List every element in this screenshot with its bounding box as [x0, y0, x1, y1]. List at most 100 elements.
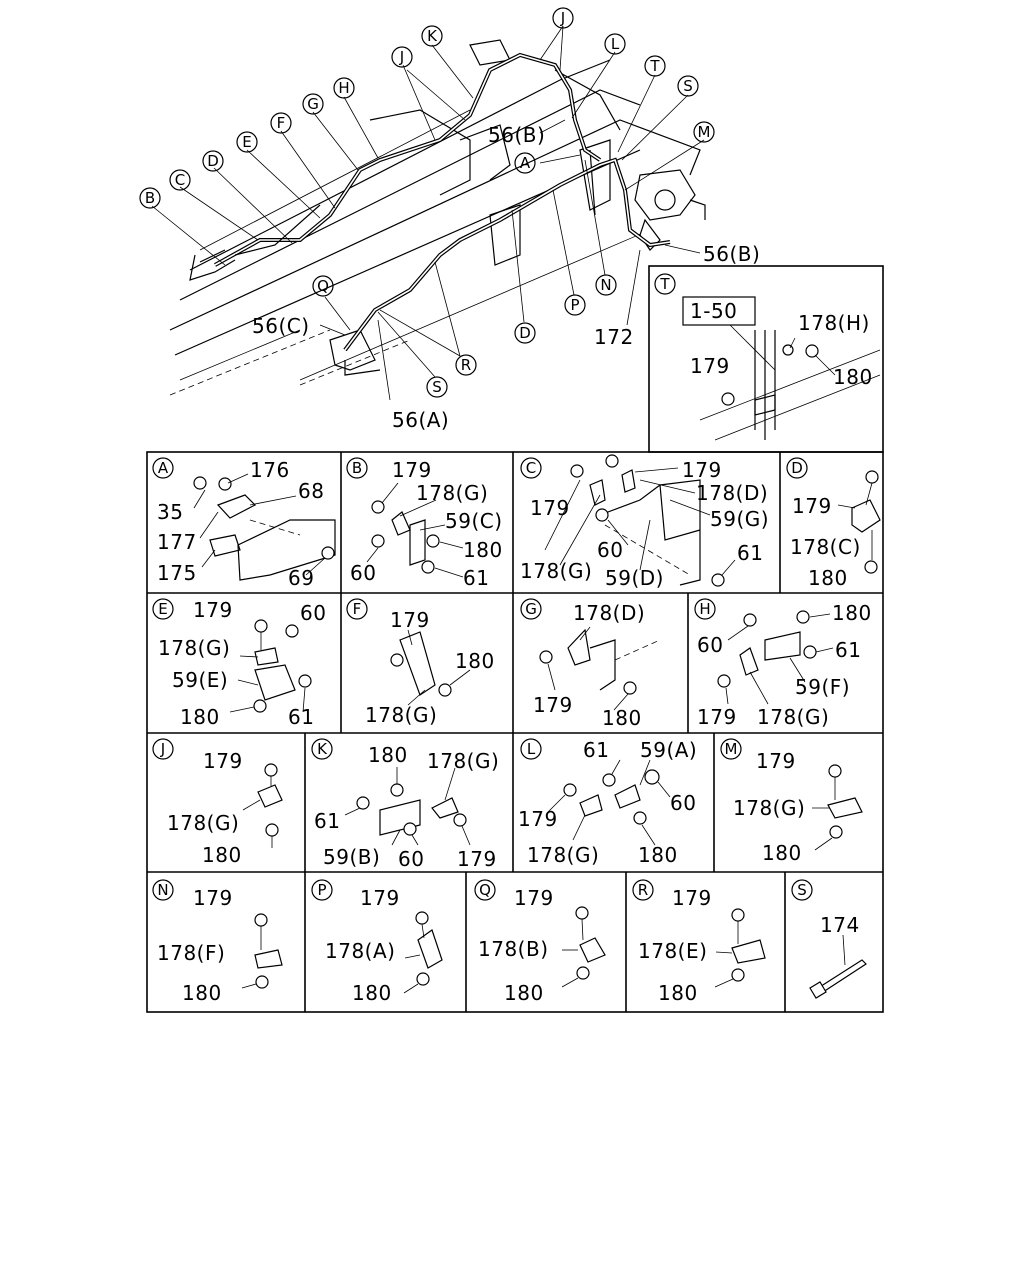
callout-K: K — [427, 27, 438, 45]
panel-A-label-69: 69 — [288, 566, 314, 590]
panel-E-label-179: 179 — [193, 598, 233, 622]
label-56b-upper: 56(B) — [488, 123, 545, 147]
panel-M-letter: M — [725, 740, 738, 758]
panel-D-label-180: 180 — [808, 566, 848, 590]
panel-H-label-60: 60 — [697, 633, 723, 657]
panel-grid — [146, 451, 884, 1013]
panel-S-label-174: 174 — [820, 913, 860, 937]
label-56c: 56(C) — [252, 314, 310, 338]
panel-J: J 179 178(G) 180 — [152, 738, 283, 867]
label-56b-right: 56(B) — [703, 242, 760, 266]
panel-P-label-180: 180 — [352, 981, 392, 1005]
panel-T: T 1-50 178(H) 179 180 — [648, 265, 884, 453]
panel-K-label-180: 180 — [368, 743, 408, 767]
panel-J-label-180: 180 — [202, 843, 242, 867]
panel-K: K 180 178(G) 61 59(B) 60 179 — [311, 738, 499, 871]
panel-N-label-179: 179 — [193, 886, 233, 910]
panel-E: E 179 60 178(G) 59(E) 180 61 — [152, 598, 326, 729]
panel-C: C 179 179 178(D) 59(G) 60 61 178(G) 59(D… — [520, 454, 769, 590]
panel-B-label-61: 61 — [463, 566, 489, 590]
callout-R: Q — [317, 277, 329, 295]
panel-G-letter: G — [525, 600, 537, 618]
panel-D: D 179 178(C) 180 — [786, 457, 881, 590]
main-part-labels: 56(B) 56(B) 56(C) 56(A) 172 — [252, 123, 760, 432]
panel-N-label-178f: 178(F) — [157, 941, 225, 965]
panel-F-label-179: 179 — [390, 608, 430, 632]
panel-C-label-59d: 59(D) — [605, 566, 664, 590]
panel-R-label-180: 180 — [658, 981, 698, 1005]
panel-K-label-61: 61 — [314, 809, 340, 833]
panel-A-letter: A — [158, 459, 169, 477]
panel-C-label-59g: 59(G) — [710, 507, 769, 531]
label-172: 172 — [594, 325, 634, 349]
panel-B-label-60: 60 — [350, 561, 376, 585]
panel-L-letter: L — [527, 740, 536, 758]
panel-P-label-178a: 178(A) — [325, 939, 395, 963]
panel-D-label-179: 179 — [792, 494, 832, 518]
callout-D: D — [207, 152, 219, 170]
panel-K-label-179: 179 — [457, 847, 497, 871]
panel-R-label-178e: 178(E) — [638, 939, 707, 963]
panel-T-letter: T — [659, 275, 670, 293]
callout-J-right: J — [560, 9, 565, 27]
callout-T: T — [649, 57, 660, 75]
panel-E-label-60: 60 — [300, 601, 326, 625]
panel-E-label-61: 61 — [288, 705, 314, 729]
panel-J-label-178g: 178(G) — [167, 811, 239, 835]
panel-L: L 61 59(A) 60 179 178(G) 180 — [518, 738, 697, 867]
label-56a: 56(A) — [392, 408, 449, 432]
panel-L-label-59a: 59(A) — [640, 738, 697, 762]
panel-E-letter: E — [158, 600, 167, 618]
panel-L-label-180: 180 — [638, 843, 678, 867]
callout-S-top: S — [683, 77, 693, 95]
callout-H: H — [338, 79, 349, 97]
panel-Q-label-179: 179 — [514, 886, 554, 910]
callout-N: N — [600, 276, 611, 294]
panel-K-label-60: 60 — [398, 847, 424, 871]
panel-T-label-178h: 178(H) — [798, 311, 870, 335]
panel-F-letter: F — [353, 600, 362, 618]
panel-B-label-59c: 59(C) — [445, 509, 503, 533]
callout-F: F — [277, 114, 286, 132]
panel-P-letter: P — [317, 881, 326, 899]
callout-leaders — [151, 25, 705, 401]
panel-H-letter: H — [699, 600, 710, 618]
panel-C-label-179-top: 179 — [682, 458, 722, 482]
panel-C-label-61: 61 — [737, 541, 763, 565]
panel-Q-letter: Q — [479, 881, 491, 899]
callout-C: C — [175, 171, 185, 189]
panel-P-label-179: 179 — [360, 886, 400, 910]
panel-A-label-176: 176 — [250, 458, 290, 482]
panel-T-label-179: 179 — [690, 354, 730, 378]
panel-B-label-179: 179 — [392, 458, 432, 482]
panel-J-letter: J — [160, 740, 165, 758]
main-callouts: B C D E F G H J K J L T S M A N P D Q — [139, 7, 715, 398]
panel-G-label-180: 180 — [602, 706, 642, 730]
panel-K-label-178g: 178(G) — [427, 749, 499, 773]
callout-M: M — [698, 123, 711, 141]
panel-C-label-60: 60 — [597, 538, 623, 562]
panel-L-label-179: 179 — [518, 807, 558, 831]
panel-T-ref-box: 1-50 — [690, 299, 737, 323]
callout-S-lower: S — [432, 378, 442, 396]
callout-A: A — [520, 154, 531, 172]
panel-A-label-68: 68 — [298, 479, 324, 503]
callout-D-lower: D — [519, 324, 531, 342]
panel-H-label-179: 179 — [697, 705, 737, 729]
panel-E-label-180: 180 — [180, 705, 220, 729]
panel-A-label-35: 35 — [157, 500, 183, 524]
panel-M-label-179: 179 — [756, 749, 796, 773]
panel-F-label-180: 180 — [455, 649, 495, 673]
panel-C-letter: C — [526, 459, 536, 477]
panel-P: P 179 178(A) 180 — [311, 879, 443, 1005]
callout-B: B — [145, 189, 155, 207]
panel-F: F 179 180 178(G) — [346, 598, 495, 727]
callout-G: G — [307, 95, 319, 113]
panel-N: N 179 178(F) 180 — [152, 879, 283, 1005]
panel-B-letter: B — [352, 459, 362, 477]
panel-L-label-61: 61 — [583, 738, 609, 762]
panel-R-label-179: 179 — [672, 886, 712, 910]
panel-S-letter: S — [797, 881, 807, 899]
callout-E: E — [242, 133, 251, 151]
